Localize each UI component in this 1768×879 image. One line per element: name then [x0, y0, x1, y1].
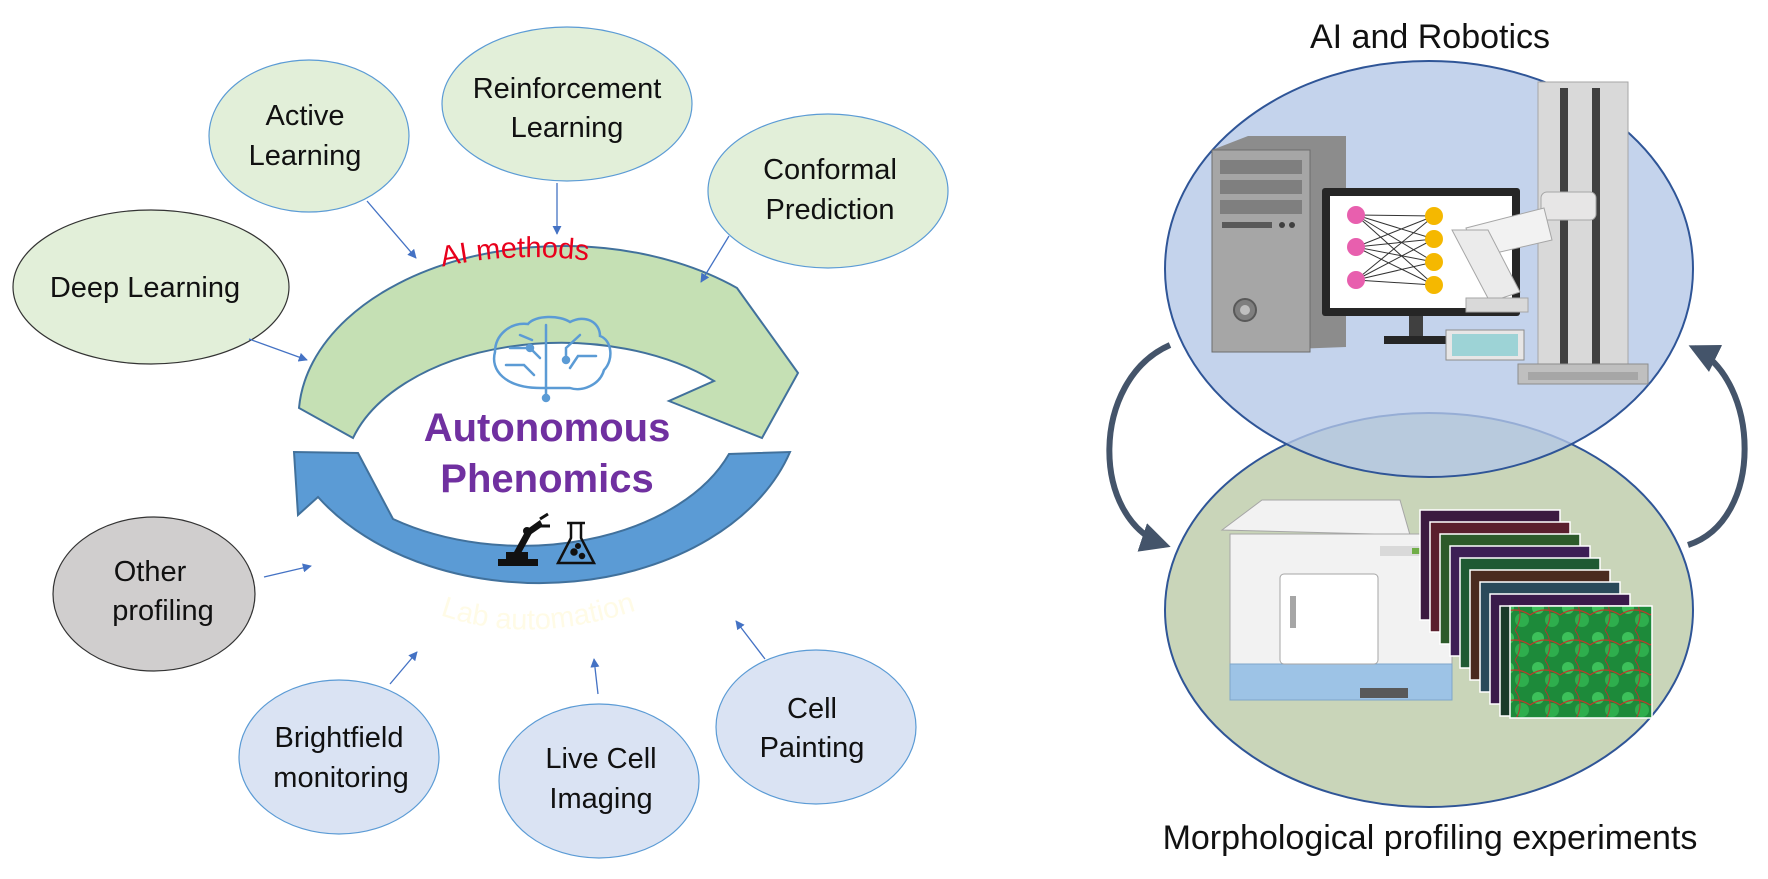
- computer-tower-icon: [1211, 136, 1346, 353]
- arrow-live-cell: [590, 658, 600, 695]
- flask-icon: [555, 521, 597, 565]
- node-label: Learning: [511, 112, 624, 144]
- arrow-active-learning: [366, 200, 417, 259]
- node-deep-learning: Deep Learning: [12, 209, 290, 365]
- node-label: Deep Learning: [50, 272, 240, 304]
- node-label: Conformal: [763, 154, 897, 186]
- title-phenomics: Phenomics: [440, 457, 653, 501]
- node-label: Imaging: [549, 783, 652, 815]
- arrow-cell-painting: [735, 620, 766, 660]
- node-brightfield-monitoring: Brightfield monitoring: [238, 679, 440, 835]
- ai-methods-arrow: [297, 245, 800, 440]
- node-label: Active: [266, 100, 345, 132]
- imaging-instrument-icon: [1220, 499, 1453, 701]
- morphological-profiling-caption: Morphological profiling experiments: [1163, 819, 1698, 857]
- robot-arm-icon: [498, 512, 550, 566]
- arrow-other-profiling: [263, 563, 312, 578]
- arrow-conformal-prediction: [700, 235, 730, 283]
- lab-automation-arrow: [292, 450, 792, 585]
- node-label: Prediction: [766, 194, 895, 226]
- cell-image-stack: [1419, 509, 1653, 719]
- node-label: profiling: [112, 595, 214, 627]
- node-label: monitoring: [273, 762, 408, 794]
- connector-arrows: [248, 183, 766, 695]
- arrow-deep-learning: [248, 338, 308, 362]
- node-label: Brightfield: [275, 722, 404, 754]
- node-label: Learning: [249, 140, 362, 172]
- node-label: Reinforcement: [473, 73, 662, 105]
- title-autonomous: Autonomous: [424, 406, 671, 450]
- node-other-profiling: Other profiling: [52, 516, 256, 672]
- node-cell-painting: Cell Painting: [715, 649, 917, 805]
- feedback-arrow-up: [1687, 345, 1748, 548]
- ai-robotics-caption: AI and Robotics: [1310, 18, 1550, 56]
- node-label: Other: [114, 556, 187, 588]
- node-active-learning: Active Learning: [208, 59, 410, 213]
- node-label: Cell: [787, 693, 837, 725]
- feedback-arrow-down: [1106, 342, 1172, 552]
- node-live-cell-imaging: Live Cell Imaging: [498, 703, 700, 859]
- robot-arm-tower-icon: [1445, 81, 1649, 385]
- arrow-brightfield: [389, 651, 418, 685]
- node-label: Live Cell: [545, 743, 656, 775]
- node-conformal-prediction: Conformal Prediction: [707, 113, 949, 269]
- node-reinforcement-learning: Reinforcement Learning: [441, 26, 693, 182]
- node-label: Painting: [760, 732, 865, 764]
- brain-icon: [492, 315, 612, 403]
- lab-automation-label: Lab automation: [438, 587, 639, 637]
